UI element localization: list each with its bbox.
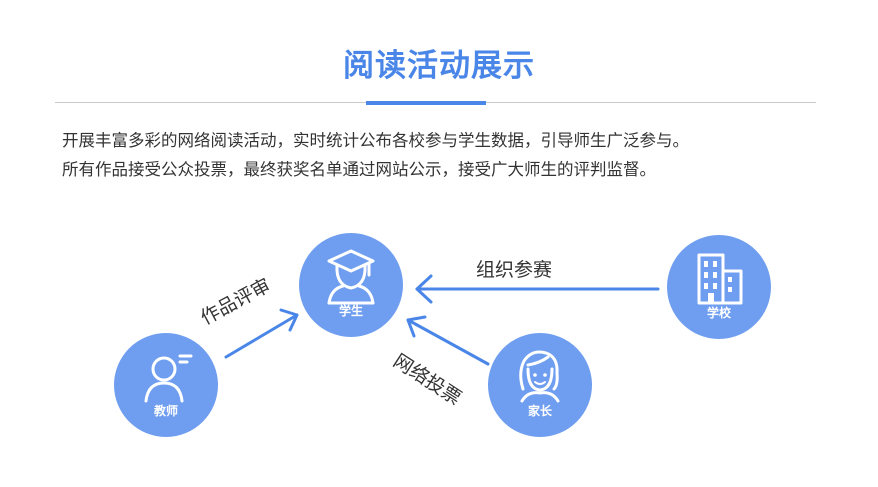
page-title: 阅读活动展示 [343, 48, 535, 84]
arrow-school-to-student [415, 274, 660, 304]
node-parent: 家长 [488, 333, 592, 437]
node-teacher-label: 教师 [153, 404, 178, 418]
title-underline-accent [366, 101, 486, 105]
arrow-parent-to-student [406, 315, 490, 366]
arrow-teacher-to-student [224, 308, 299, 359]
node-student: 学生 [299, 233, 403, 337]
description-line-1: 开展丰富多彩的网络阅读活动，实时统计公布各校参与学生数据，引导师生广泛参与。 [62, 131, 689, 150]
edge-label-organize: 组织参赛 [476, 259, 553, 281]
description: 开展丰富多彩的网络阅读活动，实时统计公布各校参与学生数据，引导师生广泛参与。 所… [62, 126, 842, 184]
description-line-2: 所有作品接受公众投票，最终获奖名单通过网站公示，接受广大师生的评判监督。 [62, 160, 656, 179]
node-student-label: 学生 [338, 304, 363, 318]
building-icon [697, 253, 743, 305]
node-school-label: 学校 [706, 306, 731, 320]
node-parent-label: 家长 [527, 404, 552, 418]
woman-icon [519, 350, 560, 403]
node-teacher: 教师 [114, 333, 218, 437]
graduate-icon [327, 249, 375, 305]
node-school: 学校 [667, 235, 771, 339]
teacher-icon [144, 354, 193, 403]
